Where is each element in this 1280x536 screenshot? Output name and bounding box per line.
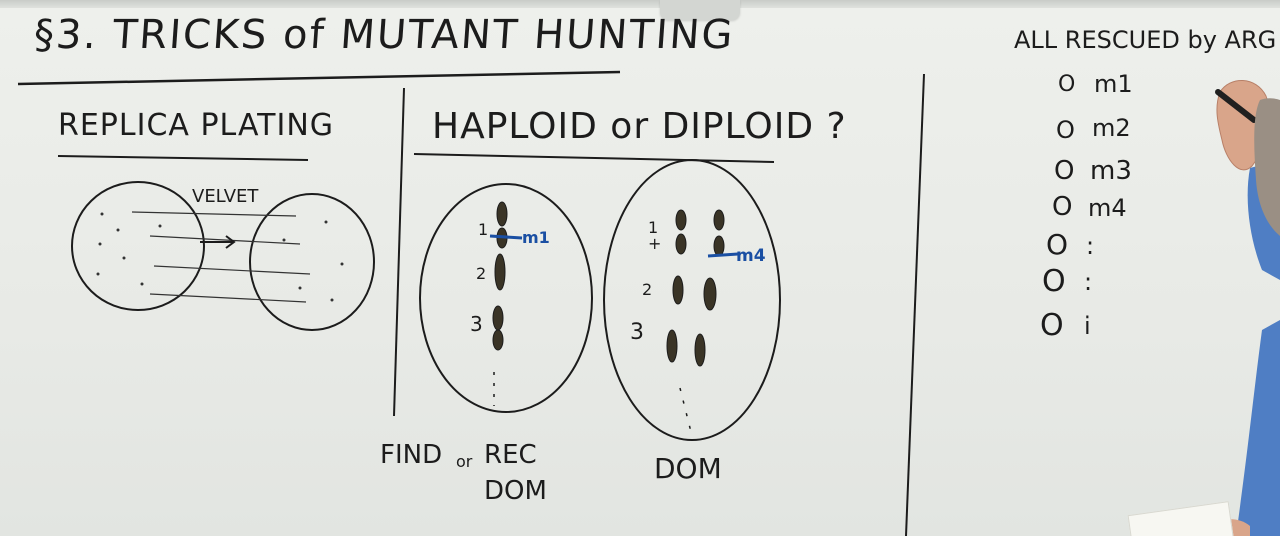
lecturer-sleeve xyxy=(1236,320,1280,536)
dom-caption-left: DOM xyxy=(484,476,547,506)
dom-caption-right: DOM xyxy=(654,452,722,485)
rec-caption: REC xyxy=(484,440,537,470)
replica-plate-left xyxy=(71,181,205,311)
marker xyxy=(1215,89,1257,123)
right-plate-row-1: 1 xyxy=(648,218,659,237)
haploid-diploid-heading: HAPLOID or DIPLOID ? xyxy=(432,106,847,147)
rescue-label-2: m2 xyxy=(1092,114,1131,142)
velvet-label: VELVET xyxy=(192,186,259,207)
rescue-label-6: : xyxy=(1084,268,1093,296)
left-plate-row-3: 3 xyxy=(470,312,483,336)
rescue-label-4: m4 xyxy=(1088,194,1127,222)
rescue-label-5: : xyxy=(1086,232,1095,260)
diploid-chromosomes xyxy=(666,209,725,367)
replica-plate-right xyxy=(249,193,375,331)
diploid-plate xyxy=(603,159,781,441)
right-plate-mutation-label: m4 xyxy=(736,246,766,266)
title-underline xyxy=(17,70,621,86)
haploid-mutation-mark xyxy=(489,234,523,240)
diploid-mutation-mark xyxy=(707,252,739,258)
rescue-bullet-1: O xyxy=(1058,72,1076,97)
right-plate-plus: + xyxy=(648,234,662,253)
rescue-bullet-2: O xyxy=(1056,116,1075,144)
replica-underline xyxy=(57,155,309,161)
divider-right xyxy=(905,73,925,536)
colony-dots xyxy=(96,212,344,302)
diploid-continuation xyxy=(679,387,693,437)
rescue-label-1: m1 xyxy=(1094,70,1133,98)
board-frame xyxy=(0,0,1280,8)
find-caption: FIND xyxy=(380,440,443,470)
haploid-plate xyxy=(419,183,593,413)
rescue-underline xyxy=(1014,56,1150,58)
rescue-bullet-5: O xyxy=(1046,228,1069,261)
rescue-heading: ALL RESCUED by ARG xyxy=(1014,26,1277,54)
left-plate-mutation-label: m1 xyxy=(522,228,550,247)
velvet-lines xyxy=(131,211,311,303)
rescue-label-3: m3 xyxy=(1090,156,1132,186)
left-plate-row-1: 1 xyxy=(478,220,489,239)
right-plate-row-3: 3 xyxy=(630,320,644,345)
haploid-underline xyxy=(413,153,775,163)
left-plate-row-2: 2 xyxy=(476,264,487,283)
haploid-chromosomes xyxy=(492,201,508,351)
rescue-bullet-3: O xyxy=(1054,156,1075,186)
rescue-label-7: i xyxy=(1084,312,1091,340)
right-plate-row-2: 2 xyxy=(642,280,653,299)
or-caption: or xyxy=(456,452,473,471)
board-clip xyxy=(660,0,740,20)
divider-left xyxy=(393,87,405,417)
rescue-bullet-7: O xyxy=(1040,308,1064,343)
lecturer-head xyxy=(1254,98,1280,236)
rescue-bullet-4: O xyxy=(1052,192,1073,222)
velvet-arrow xyxy=(200,235,236,249)
replica-plating-heading: REPLICA PLATING xyxy=(58,108,335,143)
rescue-bullet-6: O xyxy=(1042,264,1066,299)
